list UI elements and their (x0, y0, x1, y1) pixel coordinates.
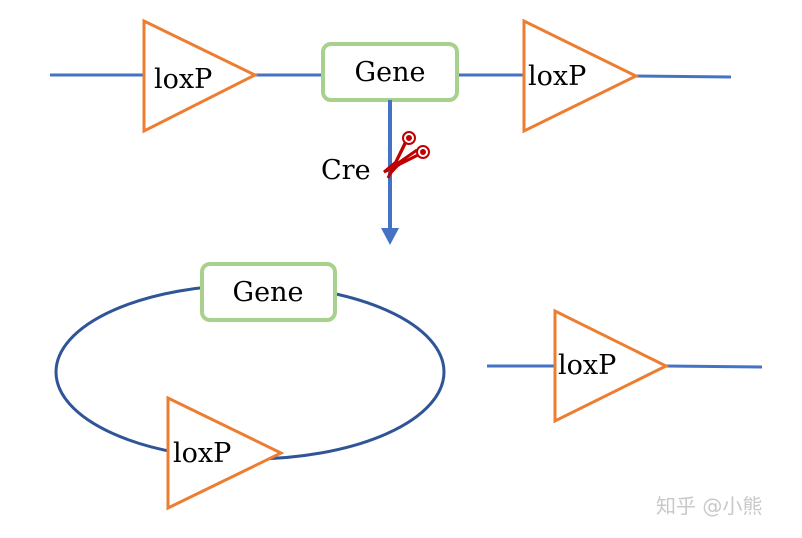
loxp-site-right (522, 18, 640, 134)
loxp-site-left (142, 18, 259, 134)
recombination-step: Cre (321, 100, 430, 245)
linear-loxp-site (553, 308, 670, 424)
circle-loxp-label: loxP (173, 438, 231, 469)
top-construct: loxP Gene loxP (50, 18, 732, 134)
cre-label: Cre (321, 155, 371, 186)
dna-line-segment (635, 74, 732, 79)
linear-product: loxP (487, 308, 763, 424)
scissors-icon (383, 131, 430, 179)
loxp-right-label: loxP (528, 61, 586, 92)
circle-loxp-site (166, 395, 285, 511)
circle-gene-box (200, 262, 337, 322)
watermark-text: 知乎 @小熊 (656, 494, 762, 518)
gene-label: Gene (355, 57, 426, 88)
dna-line-segment (665, 364, 763, 369)
linear-loxp-label: loxP (558, 350, 616, 381)
circle-gene-label: Gene (233, 277, 304, 308)
arrow-head (381, 228, 399, 245)
circular-product: Gene loxP (54, 262, 446, 511)
loxp-left-label: loxP (154, 64, 212, 95)
